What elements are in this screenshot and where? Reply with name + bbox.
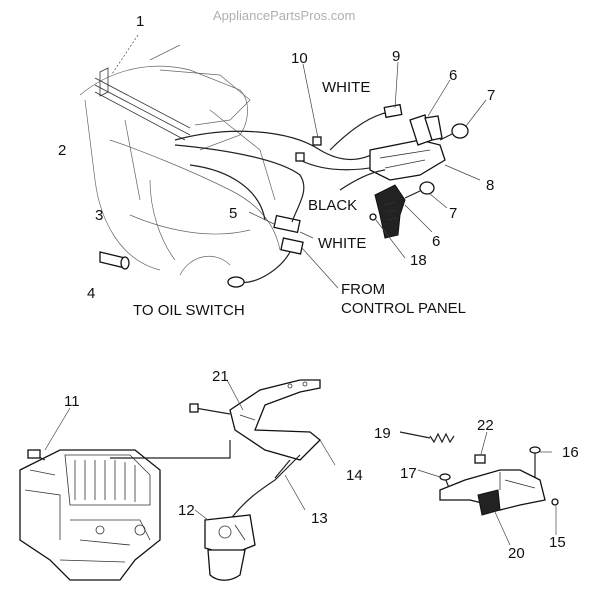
part-18-clip [369, 213, 406, 259]
part-21-throttle-bracket [189, 379, 321, 461]
callout-22: 22 [477, 417, 494, 434]
part-15-nut [551, 498, 559, 535]
callout-15: 15 [549, 534, 566, 551]
callout-6-top: 6 [449, 67, 457, 84]
callout-12: 12 [178, 502, 195, 519]
callout-14: 14 [346, 467, 363, 484]
part-16-screw [529, 446, 552, 478]
part-14-leader [319, 439, 336, 466]
label-to-oil-switch: TO OIL SWITCH [133, 302, 245, 319]
engine-shroud-outline [79, 44, 281, 276]
callout-2: 2 [58, 142, 66, 159]
watermark-text: AppliancePartsPros.com [213, 8, 355, 23]
callout-13: 13 [311, 510, 328, 527]
callout-10: 10 [291, 50, 308, 67]
callout-labels: 1 2 3 4 5 6 6 7 7 8 9 10 11 12 13 14 15 … [58, 13, 579, 562]
part-8-switch-assembly [369, 79, 451, 181]
callout-11: 11 [64, 393, 80, 410]
callout-17: 17 [400, 465, 417, 482]
callout-4: 4 [87, 285, 95, 302]
callout-8: 8 [486, 177, 494, 194]
wire-labels: WHITE BLACK WHITE FROM CONTROL PANEL TO … [133, 79, 466, 319]
label-white-mid: WHITE [318, 235, 366, 252]
part-4-tube [99, 251, 130, 270]
callout-3: 3 [95, 207, 103, 224]
callout-19: 19 [374, 425, 391, 442]
part-7-screw-top [439, 99, 487, 141]
part-20-bracket [439, 469, 546, 546]
label-from: FROM [341, 281, 385, 298]
part-1-rails [94, 34, 191, 141]
white-wire-top [329, 61, 403, 151]
label-black: BLACK [308, 197, 357, 214]
callout-6-lower: 6 [432, 233, 440, 250]
part-19-spring [399, 431, 455, 444]
label-control-panel: CONTROL PANEL [341, 300, 466, 317]
callout-5: 5 [229, 205, 237, 222]
part-6-bracket-lower [374, 184, 433, 239]
part-8-leader [444, 164, 481, 181]
callout-21: 21 [212, 368, 229, 385]
part-13-cable [229, 454, 306, 521]
black-wire [339, 169, 386, 191]
callout-20: 20 [508, 545, 525, 562]
callout-7-top: 7 [487, 87, 495, 104]
callout-7-lower: 7 [449, 205, 457, 222]
callout-1: 1 [136, 13, 144, 30]
white-mid-leader [299, 231, 314, 239]
part-12-carburetor [194, 509, 256, 581]
part-10-wires [174, 63, 401, 223]
callout-9: 9 [392, 48, 400, 65]
control-panel-leader [301, 247, 339, 289]
part-5-connector [227, 211, 304, 288]
label-white-top: WHITE [322, 79, 370, 96]
part-11-engine [19, 407, 231, 581]
callout-18: 18 [410, 252, 427, 269]
part-22-washer [474, 431, 488, 464]
part-7-screw-lower [404, 181, 448, 209]
callout-16: 16 [562, 444, 579, 461]
